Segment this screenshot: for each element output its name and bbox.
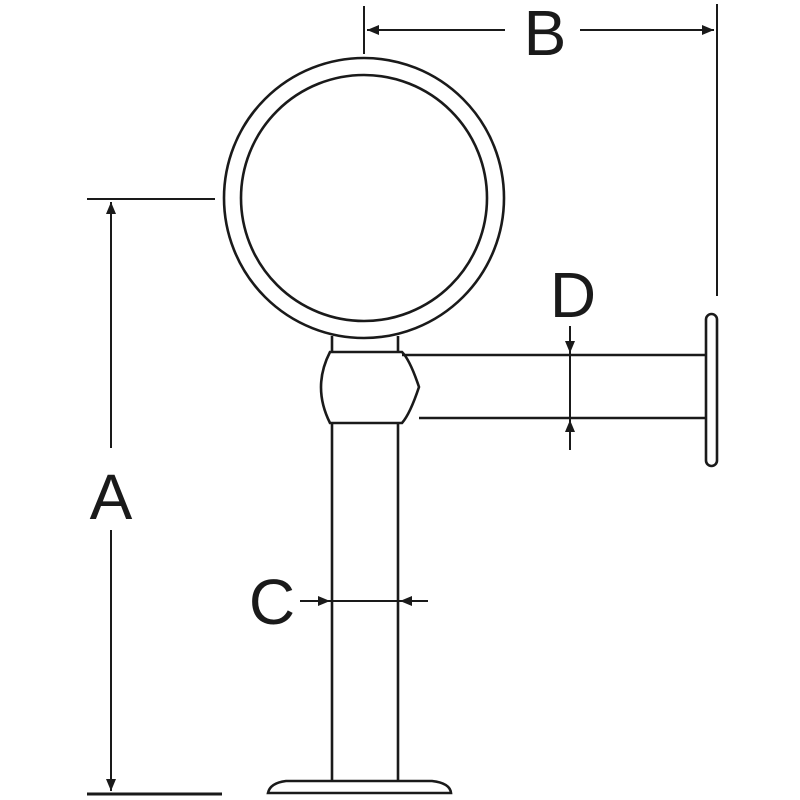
dim-d-label: D [550,259,596,331]
handrail-ring [222,56,506,340]
dim-a-label: A [90,461,133,533]
dimension-c: C [249,566,428,638]
handrail-outer-circle [222,56,506,340]
wall-plate [704,312,719,468]
dimension-a: A [87,198,222,796]
dimension-b: B [363,0,718,296]
connector-collar [319,336,421,425]
dimension-d: D [550,259,702,450]
base-flange [266,779,453,795]
dim-b-label: B [524,0,567,69]
collar-neck [330,336,400,352]
handrail-inner-circle [239,73,489,323]
horizontal-arm [402,353,706,420]
collar-body [319,350,421,425]
dim-c-label: C [249,566,295,638]
